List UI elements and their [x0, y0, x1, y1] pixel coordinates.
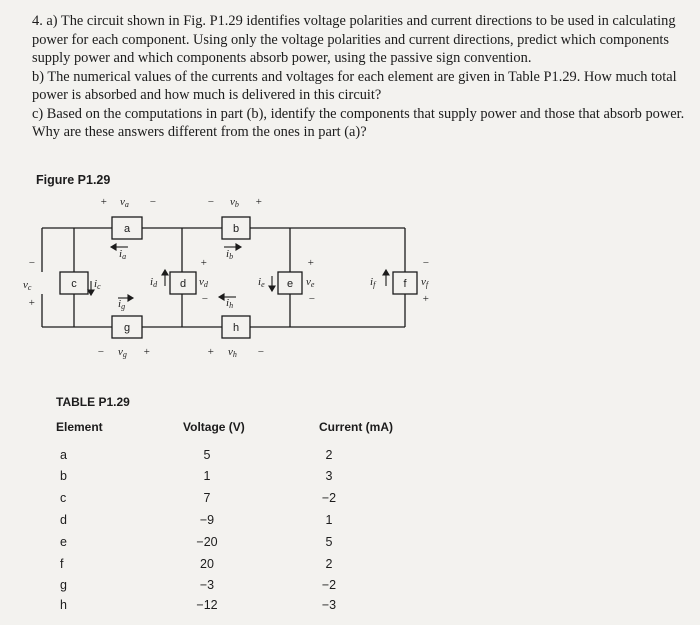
current-d-arrow [161, 268, 169, 286]
table-cell-current: −3 [321, 598, 337, 612]
table-cell-current: 3 [325, 469, 333, 483]
table-cell-current: 2 [325, 448, 333, 462]
voltage-g-label: vg [118, 346, 127, 359]
current-f-label: if [370, 276, 377, 289]
figure-label: Figure P1.29 [36, 173, 111, 187]
voltage-a-label: va [120, 196, 129, 209]
element-h-label: h [233, 322, 239, 334]
voltage-e-label: ve [306, 276, 315, 289]
voltage-b-label: vb [230, 196, 239, 209]
element-e-label: e [287, 278, 293, 290]
table-cell-element: e [60, 535, 67, 549]
table-cell-element: h [60, 598, 67, 612]
element-g-box [111, 315, 143, 339]
table-cell-current: 5 [325, 535, 333, 549]
table-cell-voltage: 5 [203, 448, 211, 462]
table-cell-element: f [60, 557, 64, 571]
element-b-label: b [233, 223, 239, 235]
table-cell-element: c [60, 491, 67, 505]
element-e-box [277, 271, 303, 295]
table-cell-voltage: 20 [200, 557, 214, 571]
element-f-box [392, 271, 418, 295]
voltage-h-plus: + [207, 346, 214, 358]
table-cell-element: b [60, 469, 67, 483]
voltage-b-minus: − [207, 196, 214, 208]
current-g-label: ig [118, 298, 125, 311]
element-a-label: a [124, 223, 131, 235]
circuit-wires [41, 227, 406, 328]
element-a-box [111, 216, 143, 240]
table-title: TABLE P1.29 [56, 395, 130, 409]
voltage-c-label: vc [23, 279, 32, 292]
voltage-c-minus: − [28, 257, 35, 269]
element-c-box [59, 271, 89, 295]
voltage-e-minus: − [308, 293, 315, 305]
voltage-d-plus: + [200, 257, 207, 269]
table-header-element: Element [56, 420, 103, 434]
table-cell-element: a [60, 448, 67, 462]
table-cell-voltage: 1 [203, 469, 211, 483]
element-g-label: g [124, 322, 130, 334]
current-e-arrow [268, 276, 276, 293]
current-c-arrow [87, 281, 95, 297]
table-cell-current: −2 [321, 491, 337, 505]
current-b-arrow [224, 243, 243, 251]
current-b-label: ib [226, 248, 233, 261]
element-c-label: c [71, 278, 77, 290]
current-g-arrow [118, 294, 135, 302]
voltage-f-plus: + [422, 293, 429, 305]
table-cell-current: 1 [325, 513, 333, 527]
problem-part-b: b) The numerical values of the currents … [32, 68, 677, 104]
voltage-g-plus: + [143, 346, 150, 358]
current-h-label: ih [226, 297, 233, 310]
problem-part-a: 4. a) The circuit shown in Fig. P1.29 id… [32, 13, 676, 66]
current-d-label: id [150, 276, 158, 289]
element-f-label: f [403, 278, 407, 290]
voltage-a-plus: + [100, 196, 107, 208]
element-d-label: d [180, 278, 186, 290]
table-cell-voltage: −20 [196, 535, 218, 549]
current-h-arrow [217, 293, 236, 301]
table-cell-element: g [60, 578, 67, 592]
voltage-d-label: vd [199, 276, 209, 289]
voltage-g-minus: − [97, 346, 104, 358]
table-cell-voltage: −12 [196, 598, 218, 612]
table-cell-voltage: −9 [199, 513, 215, 527]
problem-part-c: c) Based on the computations in part (b)… [32, 105, 685, 141]
element-h-box [221, 315, 251, 339]
problem-statement: 4. a) The circuit shown in Fig. P1.29 id… [32, 12, 692, 142]
table-header-current: Current (mA) [319, 420, 393, 434]
voltage-c-plus: + [28, 297, 35, 309]
voltage-e-plus: + [307, 257, 314, 269]
current-a-label: ia [119, 248, 126, 261]
table-header-voltage: Voltage (V) [183, 420, 245, 434]
current-c-label: ic [94, 278, 101, 291]
current-e-label: ie [258, 276, 265, 289]
element-d-box [169, 271, 197, 295]
voltage-f-minus: − [422, 257, 429, 269]
voltage-d-minus: − [201, 293, 208, 305]
table-cell-current: 2 [325, 557, 333, 571]
circuit-diagram: a b c d e f g h + va − − vb + − vc + + v… [23, 196, 430, 359]
table-cell-voltage: −3 [199, 578, 215, 592]
voltage-b-plus: + [255, 196, 262, 208]
voltage-f-label: vf [421, 276, 430, 289]
current-a-arrow [109, 243, 128, 251]
table-cell-voltage: 7 [203, 491, 211, 505]
voltage-h-label: vh [228, 346, 237, 359]
table-cell-current: −2 [321, 578, 337, 592]
table-cell-element: d [60, 513, 67, 527]
current-f-arrow [382, 268, 390, 286]
element-b-box [221, 216, 251, 240]
voltage-h-minus: − [257, 346, 264, 358]
voltage-a-minus: − [149, 196, 156, 208]
